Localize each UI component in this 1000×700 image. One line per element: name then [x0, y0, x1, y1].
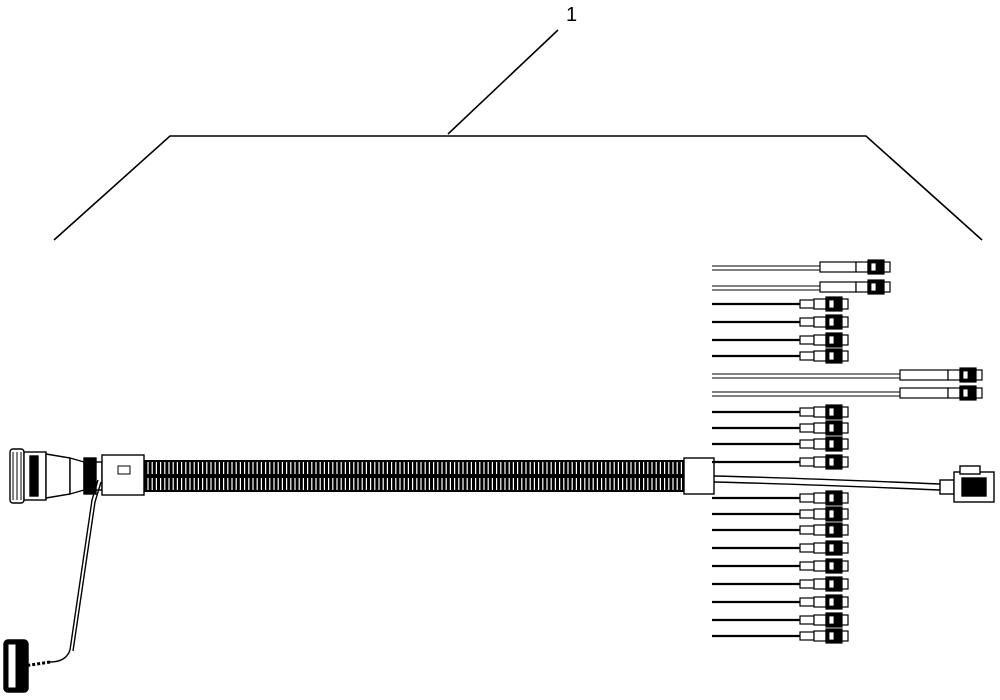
ground-strap [23, 479, 102, 668]
dust-cap [3, 639, 29, 693]
sensor-connector [813, 436, 849, 452]
conduit-end-sleeve [683, 457, 715, 495]
conduit [144, 457, 715, 495]
main-trunk-wire [713, 475, 941, 485]
sensor-connector [813, 540, 849, 556]
strap-wire [49, 479, 99, 663]
sensor-connector [813, 490, 849, 506]
bracket-line [53, 135, 983, 241]
sensor-connector [947, 385, 983, 401]
wire-sleeve [899, 387, 949, 399]
sensor-connector [813, 332, 849, 348]
sensor-connector [813, 576, 849, 592]
connector-boot [45, 453, 71, 499]
sensor-connector [855, 259, 891, 275]
sensor-connector [813, 558, 849, 574]
wire-sleeve [819, 281, 857, 293]
sensor-connector [813, 420, 849, 436]
large-connector [939, 465, 995, 503]
label-sleeve [101, 454, 145, 496]
wire-sleeve [819, 261, 857, 273]
sensor-connector [813, 522, 849, 538]
main-connector [9, 448, 145, 504]
sensor-connector [813, 454, 849, 470]
sensor-connector [855, 279, 891, 295]
sensor-connector [813, 314, 849, 330]
sensor-connector [813, 628, 849, 644]
sensor-connector [813, 348, 849, 364]
wire-sleeve [899, 369, 949, 381]
sensor-connector [813, 506, 849, 522]
breakout-wires [712, 259, 995, 644]
callout-bracket [53, 29, 983, 241]
leader-line [447, 29, 559, 135]
callout-number: 1 [566, 4, 578, 26]
sensor-connector [813, 612, 849, 628]
sensor-connector [813, 404, 849, 420]
sensor-connector [947, 367, 983, 383]
connector-collar [83, 457, 97, 495]
sensor-connector [813, 594, 849, 610]
sensor-connector [813, 296, 849, 312]
